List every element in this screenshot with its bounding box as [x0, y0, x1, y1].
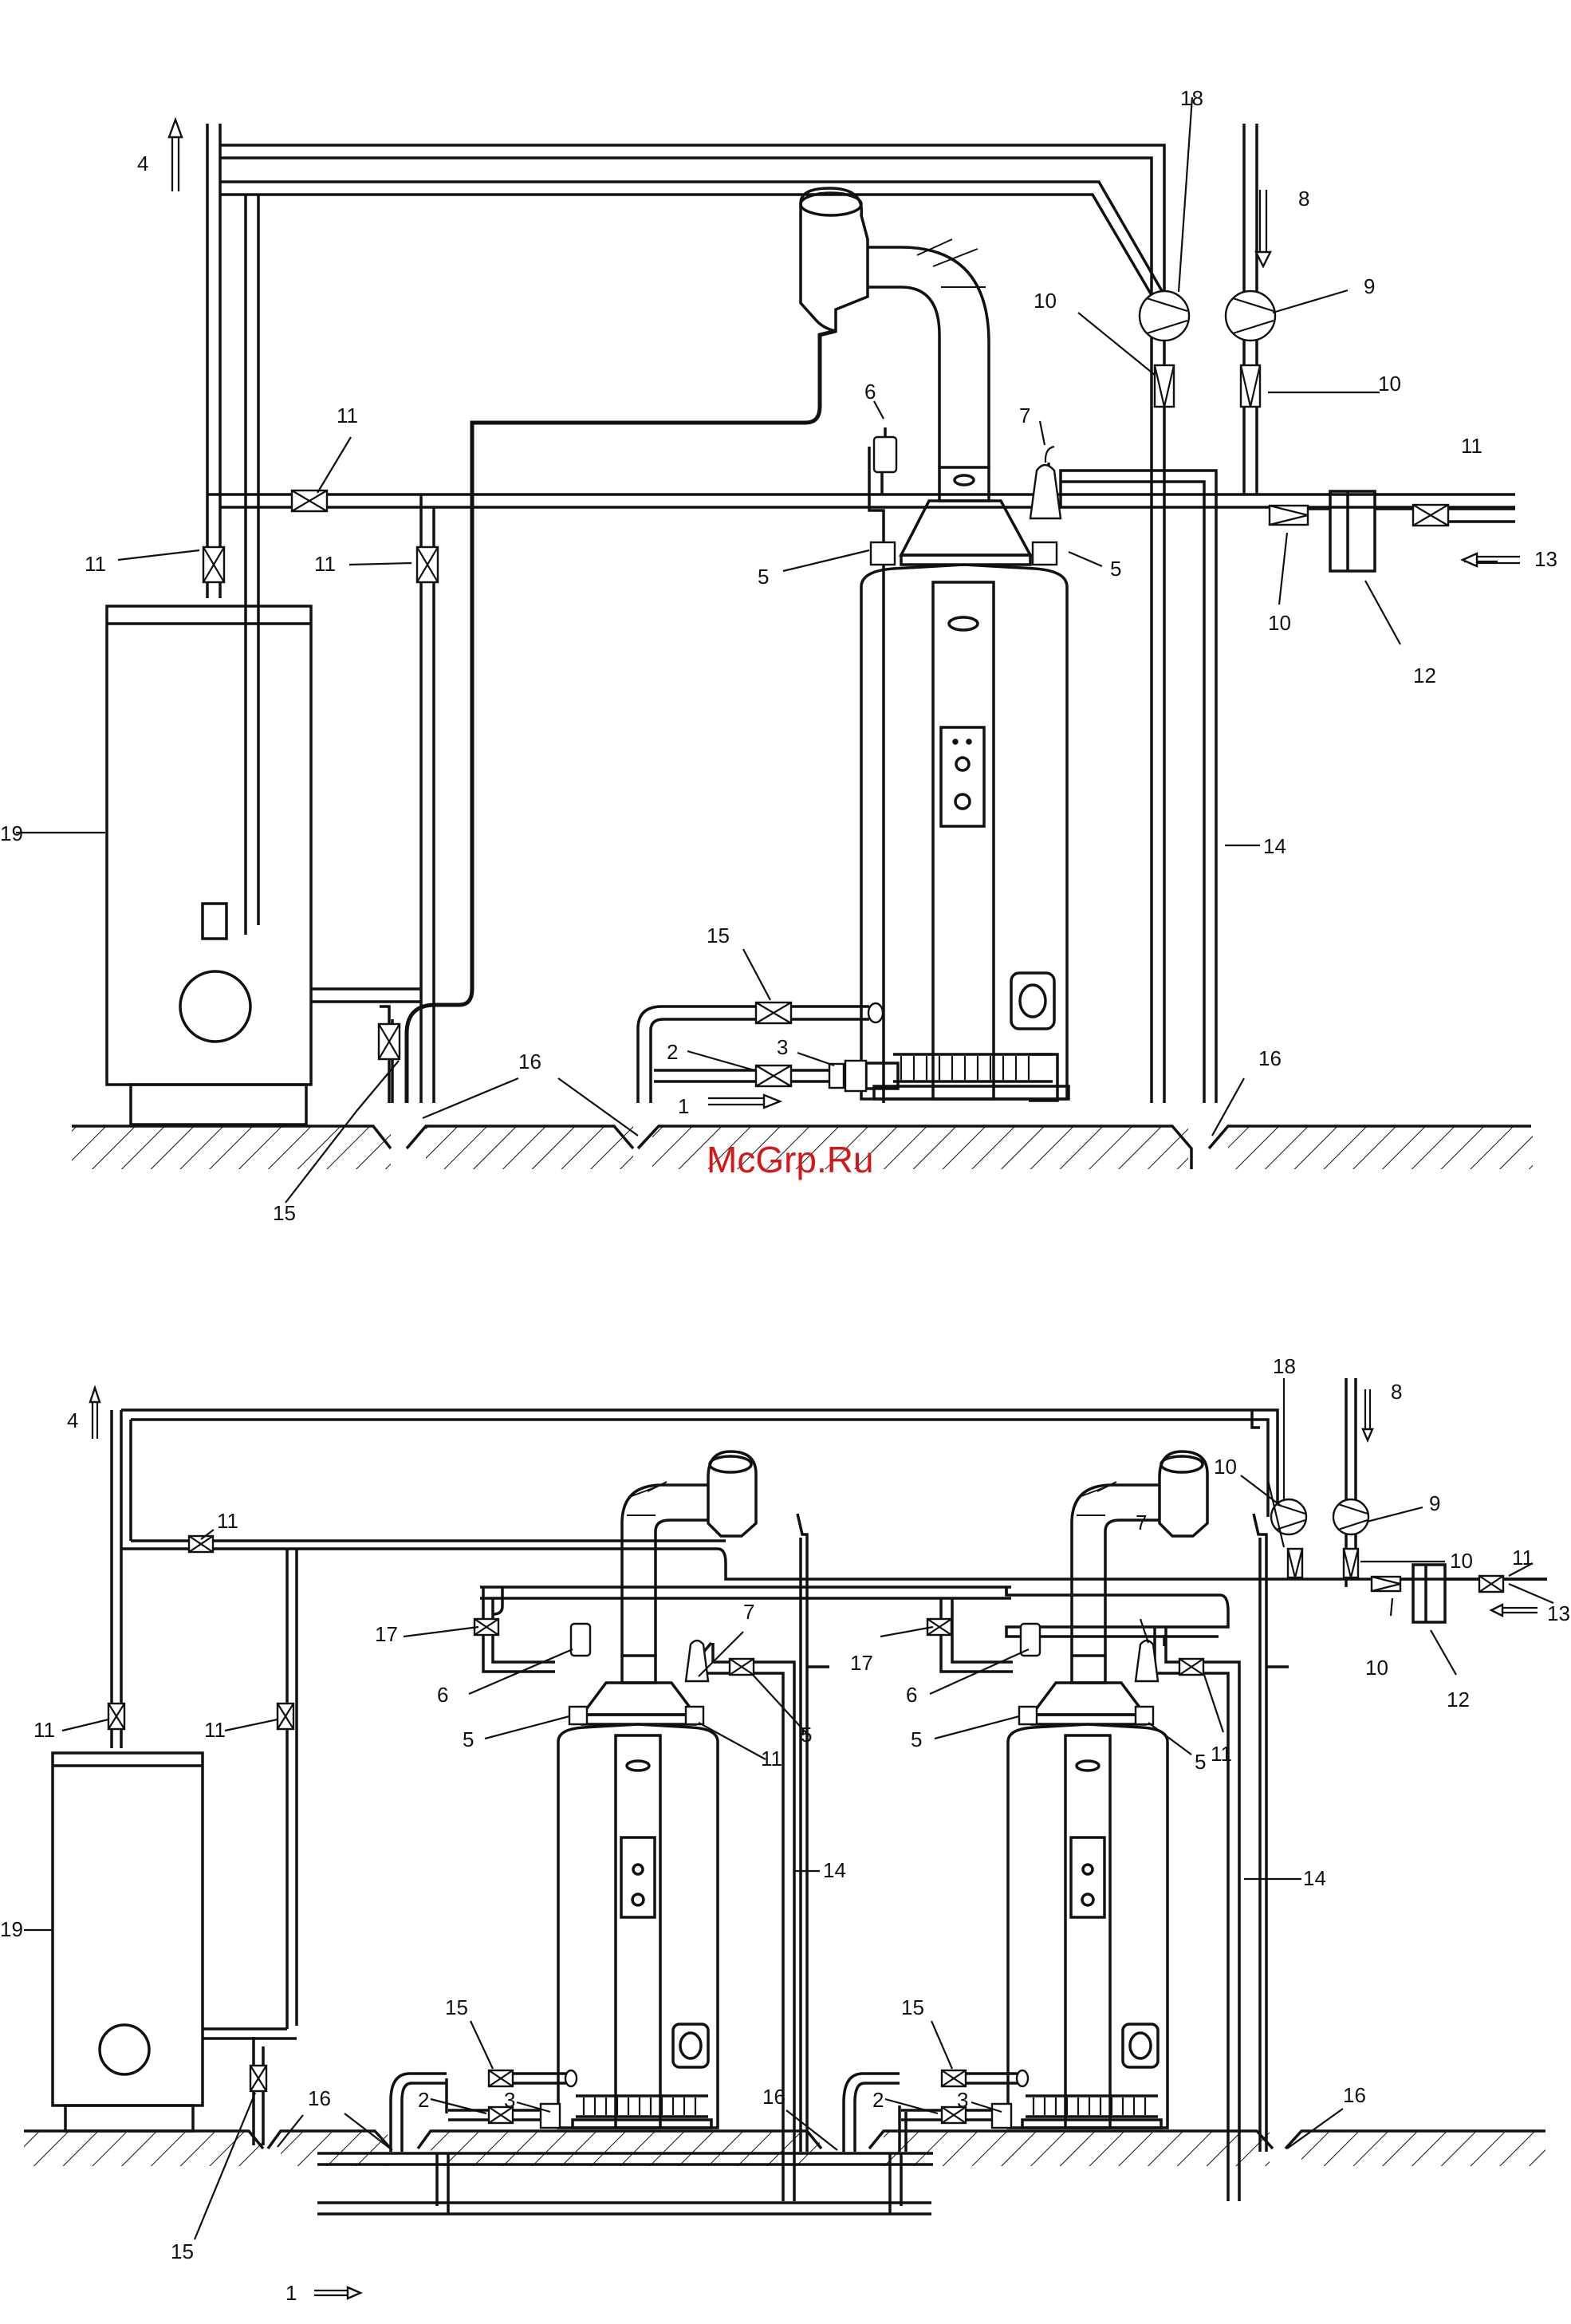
- callout: 13: [1547, 1601, 1570, 1625]
- callout: 10: [1450, 1549, 1473, 1573]
- callout: 6: [906, 1683, 917, 1707]
- callout: 4: [67, 1408, 78, 1432]
- callout: 15: [273, 1201, 296, 1225]
- callout: 16: [518, 1050, 541, 1073]
- callout: 5: [911, 1727, 922, 1751]
- boiler-left: [558, 1452, 756, 2128]
- boiler-right: [1008, 1452, 1207, 2128]
- storage-tank-2: [53, 1753, 203, 2131]
- callout: 6: [437, 1683, 448, 1707]
- callout: 10: [1268, 611, 1291, 635]
- callout: 14: [1263, 834, 1286, 858]
- callout: 2: [418, 2088, 429, 2112]
- callout: 11: [761, 1747, 782, 1771]
- callout: 18: [1273, 1354, 1296, 1378]
- floor-2: [24, 2131, 1545, 2166]
- callout: 2: [872, 2088, 884, 2112]
- callout: 9: [1429, 1491, 1440, 1515]
- flow-arrows: [169, 120, 1520, 1108]
- watermark: McGrp.Ru: [707, 1139, 874, 1180]
- callout: 11: [337, 404, 358, 427]
- callout: 11: [1211, 1742, 1232, 1766]
- callout: 11: [204, 1718, 226, 1742]
- valves-2: [108, 1410, 1547, 2091]
- callout: 8: [1391, 1380, 1402, 1404]
- callout: 7: [1136, 1511, 1147, 1534]
- callout: 12: [1413, 664, 1436, 687]
- callout: 3: [504, 2088, 515, 2112]
- figure-1-single-heater: 18 8 9 10 10 10 11 11 11 11 12 13 14 6 7…: [0, 86, 1557, 1225]
- callout: 11: [33, 1718, 55, 1742]
- callout: 12: [1447, 1688, 1470, 1711]
- callout: 2: [667, 1040, 678, 1064]
- callout: 15: [707, 924, 730, 947]
- callout: 10: [1034, 289, 1057, 313]
- callout: 5: [1110, 557, 1121, 581]
- callout: 19: [0, 821, 23, 845]
- callout: 11: [314, 552, 336, 576]
- callout: 16: [308, 2086, 331, 2110]
- inlet-group: [1270, 491, 1515, 571]
- hot-water-group: [1140, 291, 1275, 407]
- callout: 5: [1195, 1750, 1206, 1774]
- callout: 7: [1019, 404, 1030, 427]
- callout: 3: [957, 2088, 968, 2112]
- callout: 11: [1512, 1546, 1534, 1570]
- gas-lines-2: [448, 2070, 1028, 2128]
- callout: 7: [743, 1600, 754, 1624]
- callout: 10: [1365, 1656, 1388, 1680]
- callout: 6: [864, 380, 876, 404]
- callout: 10: [1378, 372, 1401, 396]
- callout: 5: [758, 565, 769, 589]
- callout: 4: [137, 152, 148, 175]
- callout: 14: [1303, 1866, 1326, 1890]
- callout: 19: [0, 1917, 23, 1941]
- callout: 8: [1298, 187, 1309, 211]
- callout: 16: [1258, 1046, 1282, 1070]
- callout: 11: [1461, 434, 1482, 458]
- callout: 5: [801, 1723, 812, 1747]
- storage-tank: [107, 606, 311, 1125]
- callout: 18: [1180, 86, 1203, 110]
- callout: 13: [1534, 547, 1557, 571]
- boiler-fittings: [871, 427, 1061, 565]
- callout: 3: [777, 1035, 788, 1059]
- figure-1-callout-labels: 18 8 9 10 10 10 11 11 11 11 12 13 14 6 7…: [0, 86, 1557, 1225]
- callout: 1: [678, 1094, 689, 1118]
- boiler-unit: [861, 565, 1069, 1101]
- callout: 17: [375, 1622, 398, 1646]
- callout: 16: [762, 2085, 786, 2109]
- callout: 1: [285, 2281, 297, 2305]
- callout: 9: [1364, 274, 1375, 298]
- callout: 15: [901, 1995, 924, 2019]
- callout: 11: [85, 552, 106, 576]
- callout: 15: [171, 2239, 194, 2263]
- callout: 15: [445, 1995, 468, 2019]
- callout-leaders: [16, 97, 1498, 1203]
- callout: 5: [463, 1727, 474, 1751]
- callout: 11: [217, 1509, 238, 1533]
- figure-2-dual-heater: 18 8 9 10 10 10 11 11 11 11 11 11 12 13 …: [0, 1354, 1570, 2305]
- callout: 17: [850, 1651, 873, 1675]
- callout: 14: [823, 1858, 846, 1882]
- callout: 16: [1343, 2083, 1366, 2107]
- callout: 10: [1214, 1455, 1237, 1479]
